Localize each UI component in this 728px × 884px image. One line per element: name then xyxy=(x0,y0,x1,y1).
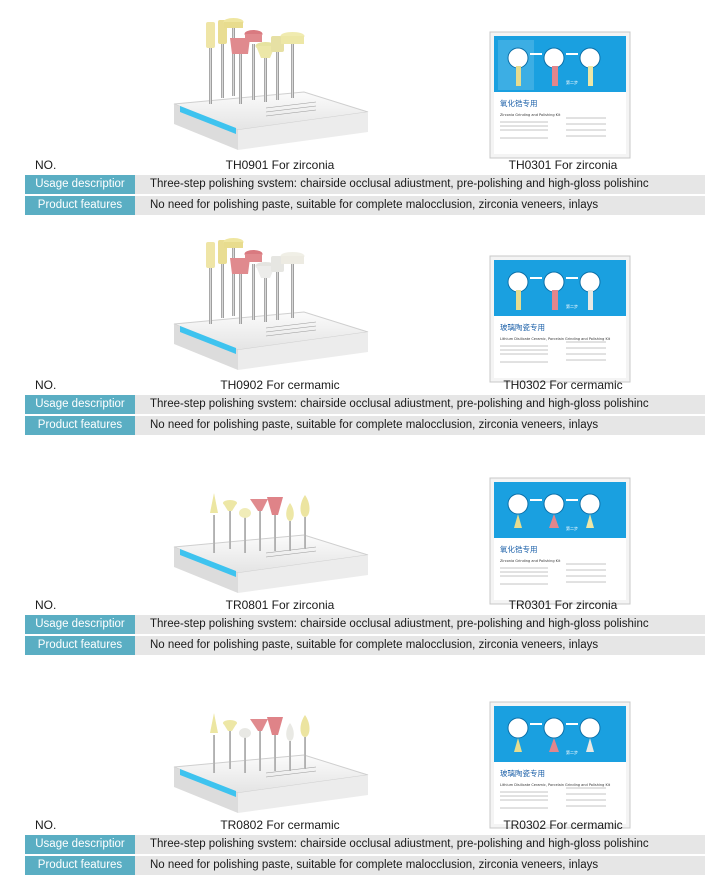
polishing-kit-stand-image xyxy=(173,493,369,593)
product-features-label: Product features xyxy=(25,636,135,655)
product-features-text: No need for polishing paste, suitable fo… xyxy=(150,859,599,871)
product-features-label: Product features xyxy=(25,416,135,435)
usage-description-label: Usage descriptior xyxy=(25,615,135,634)
box-subtitle-text: Lithium Disilicate Ceramic, Porcelain Gr… xyxy=(500,337,611,341)
right-product-code: TR0302 For cermamic xyxy=(503,818,623,832)
no-label: NO. xyxy=(35,158,57,172)
usage-description-label: Usage descriptior xyxy=(25,835,135,854)
box-step-text: 第二步 xyxy=(566,303,578,309)
product-features-text: No need for polishing paste, suitable fo… xyxy=(150,639,599,651)
no-label: NO. xyxy=(35,818,57,832)
usage-description-row: Usage descriptior Three-step polishing s… xyxy=(25,835,705,854)
product-number-row: NO. TH0902 For cermamic TH0302 For cerma… xyxy=(0,376,728,394)
product-features-row: Product features No need for polishing p… xyxy=(25,196,705,215)
usage-description-row: Usage descriptior Three-step polishing s… xyxy=(25,175,705,194)
usage-description-text: Three-step polishing svstem: chairside o… xyxy=(150,838,649,850)
usage-description-text: Three-step polishing svstem: chairside o… xyxy=(150,178,649,190)
product-features-text: No need for polishing paste, suitable fo… xyxy=(150,419,599,431)
box-subtitle-text: Zirconia Grinding and Polishing Kit xyxy=(500,559,561,563)
usage-description-row: Usage descriptior Three-step polishing s… xyxy=(25,615,705,634)
usage-description-text: Three-step polishing svstem: chairside o… xyxy=(150,618,649,630)
box-subtitle-text: Zirconia Grinding and Polishing Kit xyxy=(500,113,561,117)
product-features-label: Product features xyxy=(25,856,135,875)
product-number-row: NO. TH0901 For zirconia TH0301 For zirco… xyxy=(0,156,728,174)
product-features-label: Product features xyxy=(25,196,135,215)
no-label: NO. xyxy=(35,598,57,612)
product-features-text: No need for polishing paste, suitable fo… xyxy=(150,199,599,211)
usage-description-text: Three-step polishing svstem: chairside o… xyxy=(150,398,649,410)
right-product-code: TH0302 For cermamic xyxy=(503,378,623,392)
left-product-code: TR0802 For cermamic xyxy=(220,818,340,832)
polishing-kit-box-image: 玻璃陶瓷专用 Lithium Disilicate Ceramic, Porce… xyxy=(489,255,631,383)
left-product-code: TH0901 For zirconia xyxy=(225,158,335,172)
polishing-kit-stand-image xyxy=(173,713,369,813)
product-features-row: Product features No need for polishing p… xyxy=(25,636,705,655)
product-features-row: Product features No need for polishing p… xyxy=(25,856,705,875)
polishing-kit-box-image: 氧化锆专用 Zirconia Grinding and Polishing Ki… xyxy=(489,31,631,159)
product-features-row: Product features No need for polishing p… xyxy=(25,416,705,435)
box-step-text: 第二步 xyxy=(566,525,578,531)
left-product-code: TH0902 For cermamic xyxy=(220,378,340,392)
no-label: NO. xyxy=(35,378,57,392)
usage-description-label: Usage descriptior xyxy=(25,175,135,194)
box-step-text: 第二步 xyxy=(566,749,578,755)
box-title-text: 氧化锆专用 xyxy=(500,544,538,554)
box-step-text: 第二步 xyxy=(566,79,578,85)
box-title-text: 玻璃陶瓷专用 xyxy=(500,322,545,332)
polishing-kit-stand-image xyxy=(173,18,369,150)
right-product-code: TH0301 For zirconia xyxy=(508,158,618,172)
polishing-kit-box-image: 氧化锆专用 Zirconia Grinding and Polishing Ki… xyxy=(489,477,631,605)
polishing-kit-box-image: 玻璃陶瓷专用 Lithium Disilicate Ceramic, Porce… xyxy=(489,701,631,829)
usage-description-row: Usage descriptior Three-step polishing s… xyxy=(25,395,705,414)
right-product-code: TR0301 For zirconia xyxy=(508,598,618,612)
polishing-kit-stand-image xyxy=(173,238,369,370)
product-number-row: NO. TR0801 For zirconia TR0301 For zirco… xyxy=(0,596,728,614)
box-title-text: 玻璃陶瓷专用 xyxy=(500,768,545,778)
usage-description-label: Usage descriptior xyxy=(25,395,135,414)
box-title-text: 氧化锆专用 xyxy=(500,98,538,108)
product-number-row: NO. TR0802 For cermamic TR0302 For cerma… xyxy=(0,816,728,834)
box-subtitle-text: Lithium Disilicate Ceramic, Porcelain Gr… xyxy=(500,783,611,787)
left-product-code: TR0801 For zirconia xyxy=(225,598,335,612)
